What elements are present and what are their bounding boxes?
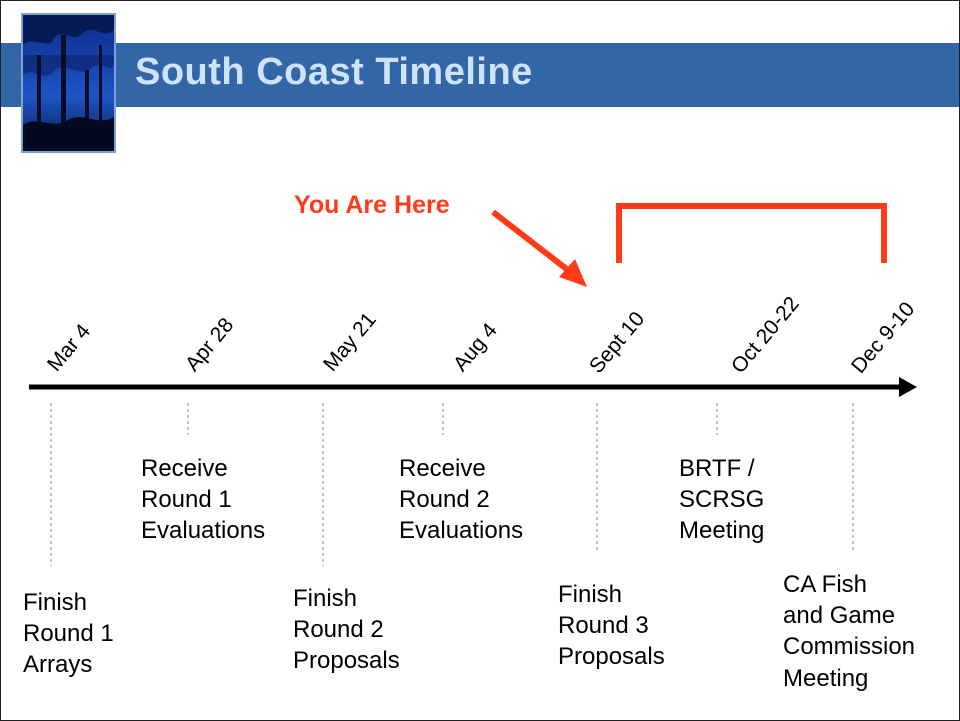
event-label-commission-meeting: CA Fish and Game Commission Meeting — [783, 571, 916, 692]
you-are-here-arrowhead — [559, 259, 587, 287]
upcoming-bracket — [616, 203, 887, 263]
event-label-receive-round-2: Receive Round 2 Evaluations — [399, 455, 524, 545]
event-label-finish-round-2: Finish Round 2 Proposals — [293, 585, 400, 675]
event-label-finish-round-1: Finish Round 1 Arrays — [23, 589, 114, 679]
you-are-here-arrow — [491, 209, 575, 277]
event-label-receive-round-1: Receive Round 1 Evaluations — [141, 455, 266, 545]
timeline-arrowhead — [899, 377, 917, 397]
title-bar — [1, 43, 959, 107]
you-are-here-label: You Are Here — [294, 191, 450, 219]
event-label-finish-round-3: Finish Round 3 Proposals — [558, 581, 665, 671]
page-title: South Coast Timeline — [135, 51, 533, 93]
forest-image — [23, 15, 114, 151]
event-label-brtf-meeting: BRTF / SCRSG Meeting — [679, 455, 765, 545]
forest-photo-thumbnail — [21, 13, 116, 153]
